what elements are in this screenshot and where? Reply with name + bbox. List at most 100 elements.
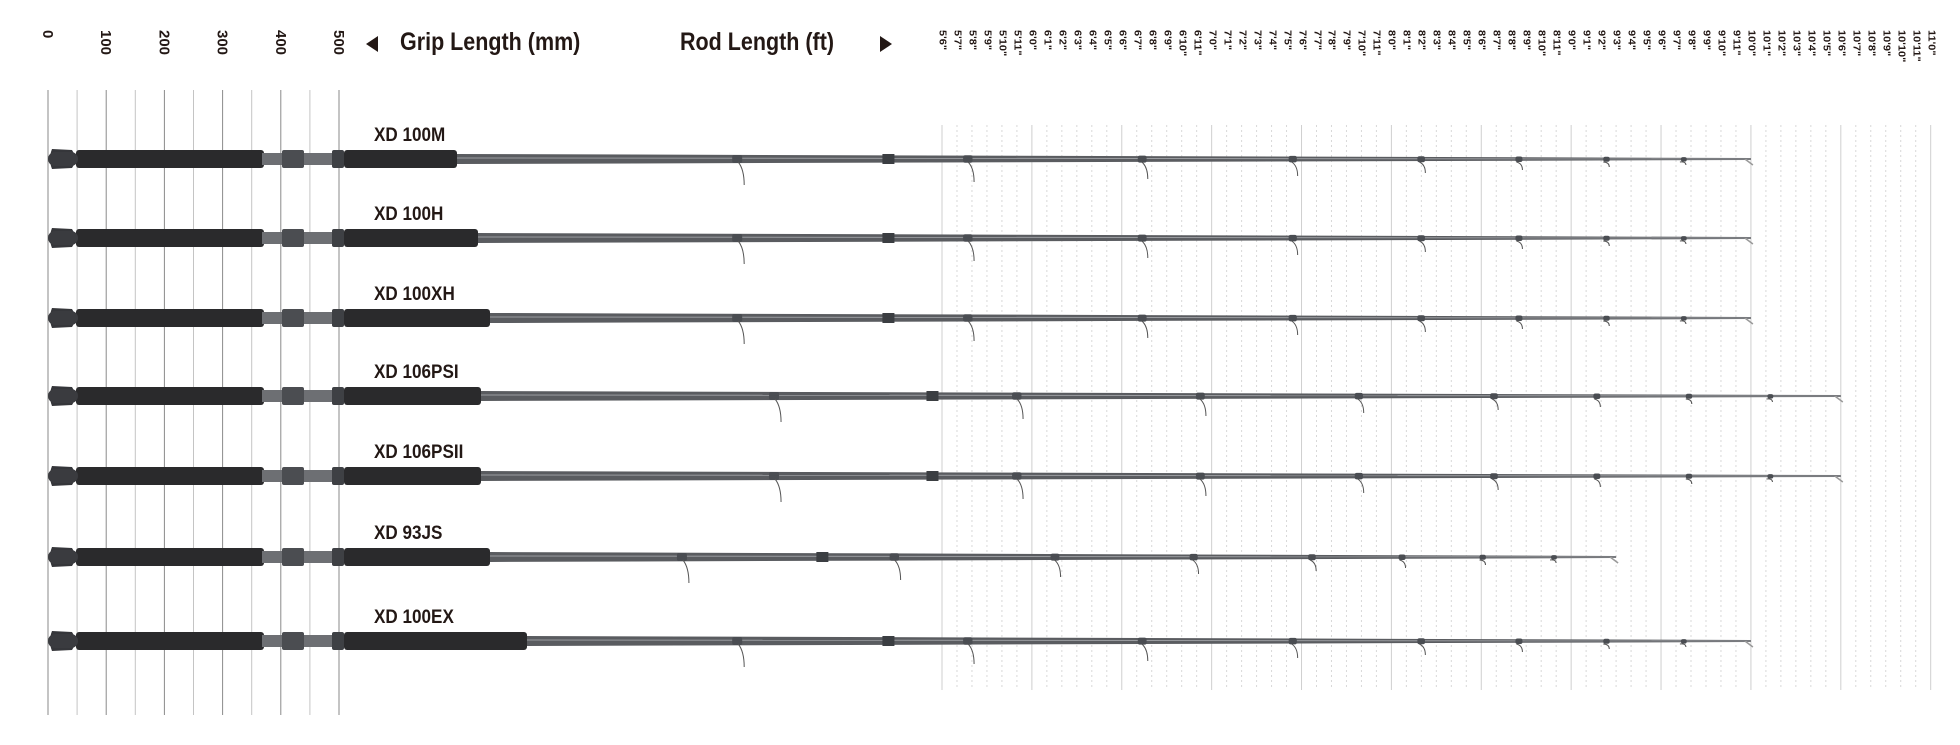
rod-length-tick-label: 9'6" — [1655, 30, 1667, 51]
rod-length-tick-label: 6'3" — [1071, 30, 1083, 51]
rod-length-tick-label: 8'7" — [1490, 30, 1502, 51]
rod-guide — [1766, 478, 1773, 483]
rod-length-tick-label: 6'9" — [1161, 30, 1173, 51]
rod-guide — [737, 240, 745, 265]
rod-length-tick-label: 7'10" — [1356, 30, 1367, 57]
rod-guide — [1357, 478, 1365, 494]
rod-guide — [1291, 320, 1299, 336]
guide-wrap — [1593, 473, 1601, 479]
rod-length-tick-label: 7'11" — [1371, 30, 1382, 56]
rod-guide — [1199, 398, 1207, 417]
rod-length-tick-label: 9'8" — [1685, 30, 1697, 51]
rod-length-tick-label: 10'5" — [1820, 30, 1832, 57]
reel-seat-nut — [332, 467, 344, 485]
rod-guide — [1679, 320, 1687, 325]
rod-guide — [1766, 398, 1773, 403]
guide-wrap — [732, 314, 743, 322]
guide-wrap — [732, 155, 743, 163]
rod-length-tick-label: 5'10" — [996, 30, 1008, 57]
rod-length-tick-label: 7'2" — [1236, 30, 1247, 51]
rod-guide — [1309, 559, 1317, 572]
tip-guide — [1834, 475, 1844, 483]
rear-grip — [76, 632, 264, 650]
rod-length-tick-label: 6'1" — [1041, 30, 1053, 51]
rod-guide — [894, 559, 902, 581]
triangle-right-icon — [880, 36, 892, 52]
fore-grip — [344, 467, 481, 485]
rod-guide — [1594, 398, 1601, 408]
rod-guide — [1516, 240, 1523, 250]
guide-wrap — [1288, 234, 1297, 242]
rod-guide — [1291, 643, 1299, 659]
reel-seat-nut — [332, 150, 344, 168]
guide-wrap — [1288, 314, 1297, 322]
guide-wrap — [1515, 235, 1523, 241]
tip-guide — [1744, 158, 1754, 166]
reel-seat-hood — [282, 467, 304, 485]
rod-guide — [1419, 240, 1426, 253]
rod-length-tick-label: 9'2" — [1595, 30, 1607, 51]
rod-length-tick-label: 9'4" — [1625, 30, 1637, 51]
rod-blank-highlight — [456, 157, 1751, 160]
rod-guide — [1199, 478, 1207, 497]
guide-wrap — [1515, 315, 1523, 321]
rod-length-tick-label: 5'7" — [951, 30, 963, 51]
rod-length-tick-label: 8'9" — [1520, 30, 1532, 51]
tip-guide — [1834, 395, 1844, 403]
guide-wrap — [676, 553, 687, 561]
rod-length-tick-label: 8'5" — [1460, 30, 1472, 51]
guide-wrap — [1417, 638, 1425, 645]
guide-wrap — [1012, 392, 1022, 400]
rod-guide — [1419, 643, 1426, 656]
rod-guide — [682, 559, 690, 584]
rear-grip — [76, 548, 264, 566]
rod-model-label: XD 100EX — [374, 607, 454, 628]
guide-wrap — [1137, 637, 1147, 645]
rear-grip — [76, 229, 264, 247]
guide-wrap — [1012, 472, 1022, 480]
rear-grip — [76, 387, 264, 405]
rod-guide — [1603, 161, 1610, 168]
rod-length-tick-label: 6'7" — [1131, 30, 1143, 51]
rod-guide — [774, 398, 782, 423]
rod-length-tick-label: 9'7" — [1670, 30, 1682, 51]
rod-guide — [1141, 240, 1149, 259]
rod-model-label: XD 100M — [374, 125, 446, 146]
rod-length-tick-label: 6'0" — [1026, 30, 1038, 51]
rod-guide — [1291, 161, 1299, 177]
rod-guide — [774, 478, 782, 503]
guide-wrap — [1593, 393, 1601, 399]
guide-wrap — [1680, 157, 1687, 162]
tip-guide — [1744, 237, 1754, 245]
rod-length-tick-label: 7'5" — [1281, 30, 1292, 51]
ferrule — [882, 154, 895, 164]
rod-length-tick-label: 8'8" — [1505, 30, 1517, 51]
grip-length-tick-label: 500 — [330, 30, 347, 56]
rod-guide — [737, 320, 745, 345]
rod-length-tick-label: 8'2" — [1415, 30, 1427, 51]
guide-wrap — [1551, 555, 1557, 560]
rod-guide — [1141, 643, 1149, 662]
guide-wrap — [1354, 392, 1363, 400]
fore-grip — [344, 548, 490, 566]
reel-seat-hood — [282, 150, 304, 168]
rod-guide — [1491, 478, 1499, 491]
rod-blank-highlight — [477, 236, 1751, 239]
rod-model-label: XD 93JS — [374, 523, 443, 544]
rod-model-label: XD 106PSI — [374, 362, 459, 383]
rod-length-tick-label: 7'9" — [1341, 30, 1352, 51]
rod-guide — [1357, 398, 1365, 414]
tip-guide — [1609, 556, 1619, 564]
ferrule — [926, 471, 939, 481]
reel-seat-nut — [332, 229, 344, 247]
rod-guide — [1192, 559, 1200, 575]
rod-guide — [737, 161, 745, 186]
guide-wrap — [769, 392, 780, 400]
guide-wrap — [769, 472, 780, 480]
rod-guide — [1594, 478, 1601, 488]
rod-length-tick-label: 7'7" — [1311, 30, 1322, 51]
rod-length-tick-label: 10'6" — [1835, 30, 1847, 57]
guide-wrap — [1417, 156, 1425, 163]
guide-wrap — [1308, 554, 1316, 561]
rod-length-tick-label: 9'9" — [1700, 30, 1712, 51]
